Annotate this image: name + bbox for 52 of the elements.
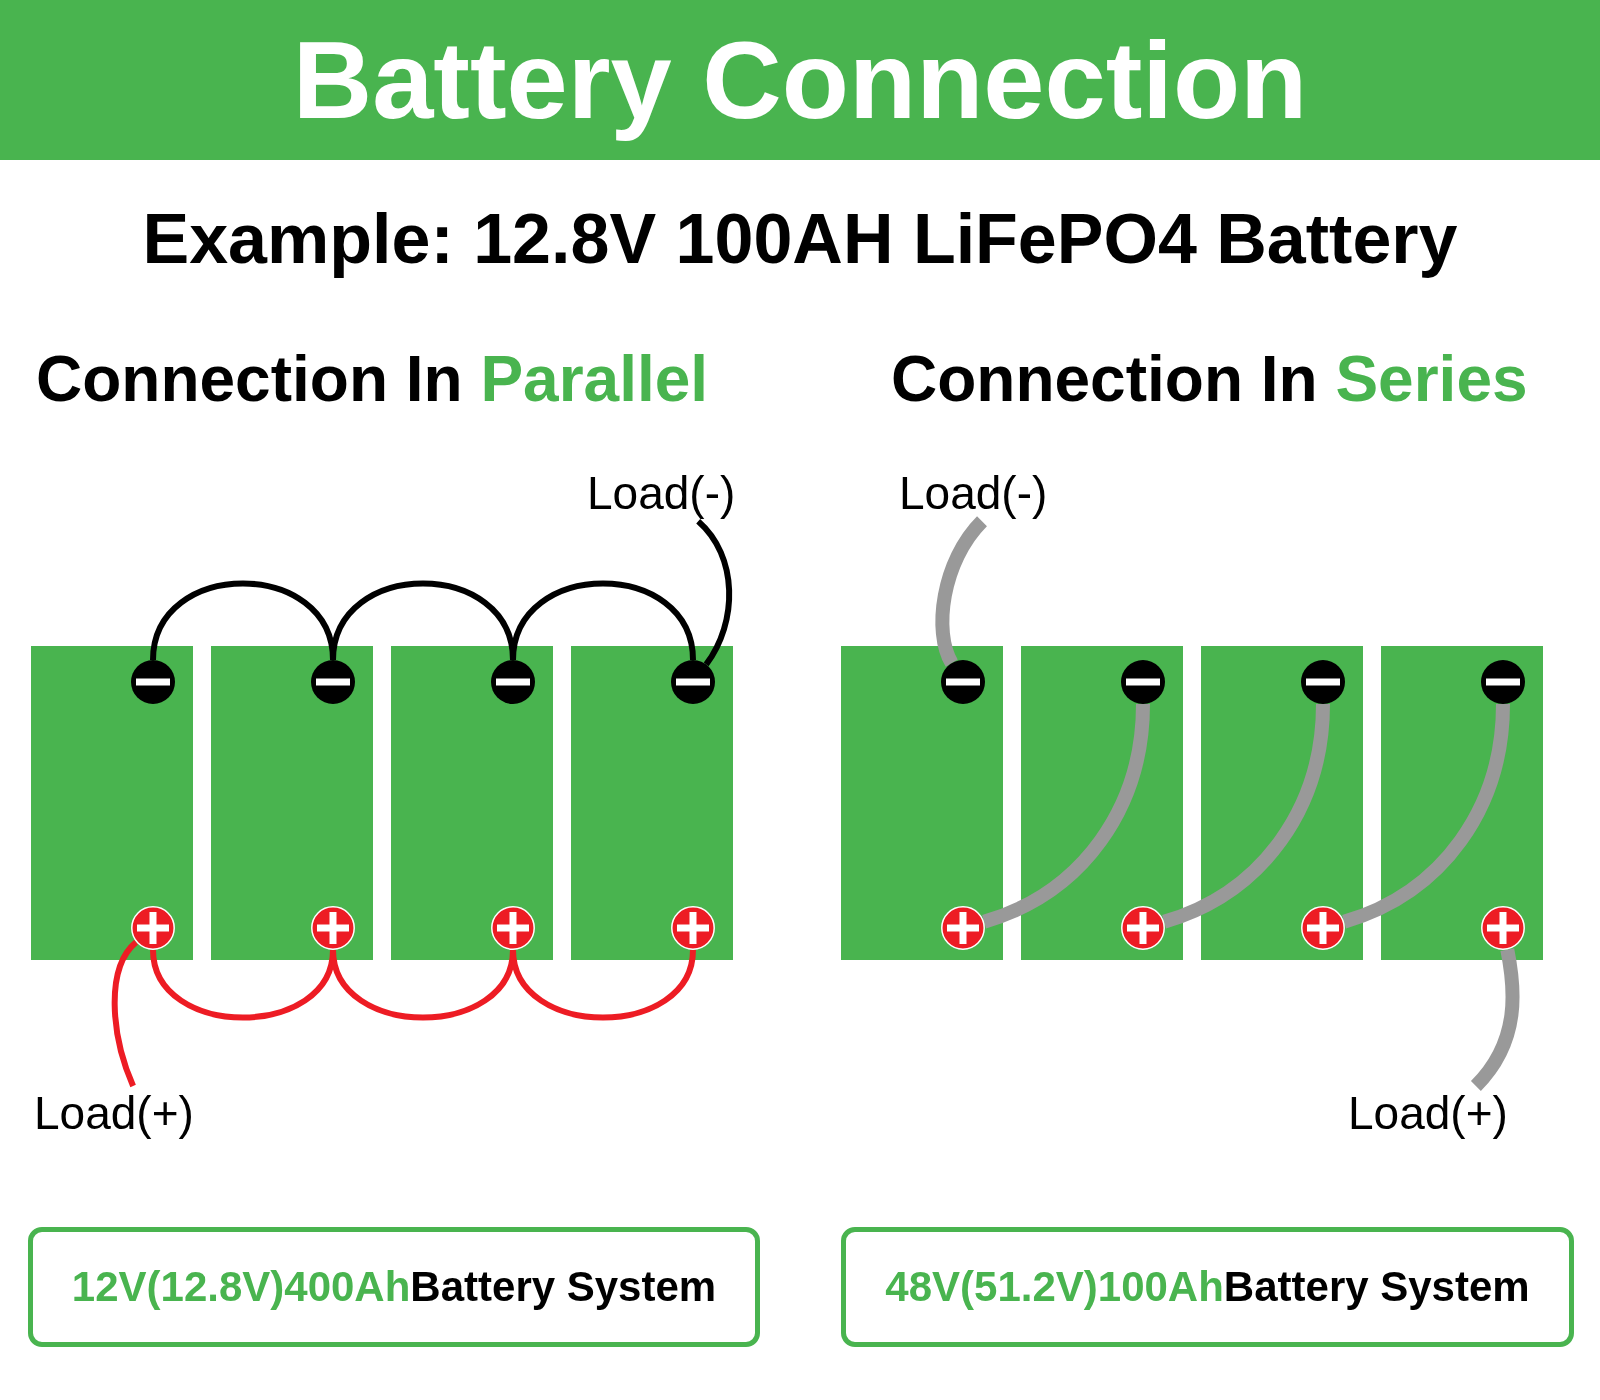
positive-terminal [671, 906, 715, 950]
cable [1161, 703, 1330, 929]
positive-terminal [1301, 906, 1345, 950]
battery-block [1381, 646, 1543, 960]
positive-terminal [311, 906, 355, 950]
battery-block [1021, 646, 1183, 960]
negative-terminal [1301, 660, 1345, 704]
load-label: Load(+) [34, 1086, 194, 1142]
positive-terminal [1481, 906, 1525, 950]
system-rating: 12V(12.8V)400Ah [71, 1263, 411, 1311]
load-label: Load(-) [587, 466, 736, 522]
title: Battery Connection [292, 17, 1308, 143]
cable [330, 580, 516, 661]
cable [1341, 703, 1510, 929]
cable [981, 703, 1150, 929]
system-summary-panel [28, 1227, 760, 1347]
battery-block [211, 646, 373, 960]
negative-terminal [131, 660, 175, 704]
battery-block [1201, 646, 1363, 960]
cable [150, 580, 336, 661]
cable [150, 949, 336, 1021]
cable [111, 940, 139, 1088]
negative-terminal [671, 660, 715, 704]
system-summary-panel [841, 1227, 1574, 1347]
load-label: Load(+) [1348, 1086, 1508, 1142]
negative-terminal [1121, 660, 1165, 704]
negative-terminal [311, 660, 355, 704]
battery-block [571, 646, 733, 960]
cable [696, 519, 733, 667]
cable [510, 580, 696, 661]
cable [1470, 948, 1520, 1091]
positive-terminal [491, 906, 535, 950]
system-name: Battery System [1223, 1263, 1530, 1311]
system-rating: 48V(51.2V)100Ah [885, 1263, 1224, 1311]
battery-block [391, 646, 553, 960]
negative-terminal [941, 660, 985, 704]
load-label: Load(-) [899, 466, 1048, 522]
section-heading: Connection In [891, 343, 1318, 415]
positive-terminal [131, 906, 175, 950]
section-heading-keyword: Parallel [480, 343, 709, 415]
positive-terminal [941, 906, 985, 950]
battery-block [31, 646, 193, 960]
subtitle: Example: 12.8V 100AH LiFePO4 Battery [142, 199, 1458, 280]
cable [330, 949, 516, 1021]
negative-terminal [1481, 660, 1525, 704]
section-heading-keyword: Series [1335, 343, 1528, 415]
positive-terminal [1121, 906, 1165, 950]
section-heading: Connection In [36, 343, 463, 415]
negative-terminal [491, 660, 535, 704]
battery-block [841, 646, 1003, 960]
system-name: Battery System [410, 1263, 717, 1311]
cable [510, 949, 696, 1021]
